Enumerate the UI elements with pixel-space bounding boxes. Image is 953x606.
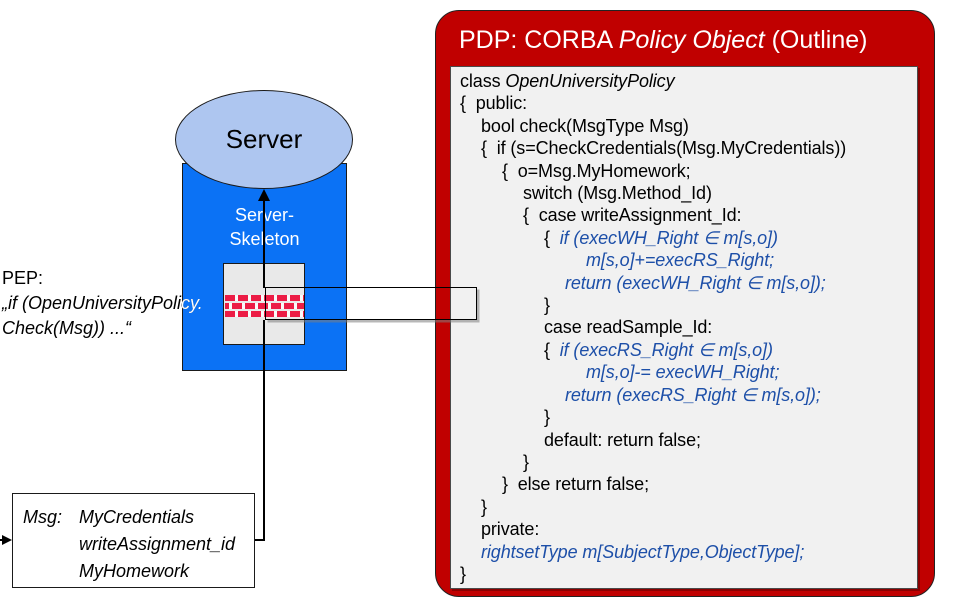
arrowhead-right-icon [2, 534, 12, 545]
msg-box: Msg: MyCredentials writeAssignment_id MyH… [12, 493, 255, 588]
pdp-panel: PDP: CORBA Policy Object (Outline) class… [435, 10, 935, 597]
pep-annotation: PEP: „if (OpenUniversityPolicy. „if (Ope… [2, 266, 232, 341]
msg-item: MyCredentials [79, 507, 195, 527]
code-line: { o=Msg.MyHomework; [502, 160, 691, 181]
msg-flow-line-lower [263, 320, 265, 541]
code-line: class OpenUniversityPolicy [460, 71, 675, 91]
code-line: { if (s=CheckCredentials(Msg.MyCredentia… [481, 138, 847, 159]
code-line: m[s,o]-= execWH_Right; [586, 362, 780, 383]
code-line: { if (execWH_Right ∈ m[s,o]) [544, 227, 778, 248]
code-line: return (execRS_Right ∈ m[s,o]); [565, 384, 821, 405]
code-line: } [544, 407, 550, 428]
code-line: rightsetType m[SubjectType,ObjectType]; [481, 541, 805, 562]
code-line: m[s,o]+=execRS_Right; [586, 250, 774, 271]
policy-code: class OpenUniversityPolicy { public: boo… [460, 70, 846, 585]
msg-item: writeAssignment_id [79, 534, 236, 554]
pdp-code-panel: class OpenUniversityPolicy { public: boo… [450, 66, 918, 589]
pep-pdp-connector-rect [265, 287, 477, 320]
pep-quote-line2: Check(Msg)) ...“ [2, 318, 132, 338]
code-line: } else return false; [502, 474, 649, 495]
msg-label: Msg: [23, 507, 63, 527]
server-ellipse: Server [175, 90, 353, 189]
code-line: } [481, 496, 487, 517]
code-line: bool check(MsgType Msg) [481, 115, 689, 136]
code-line: { if (execRS_Right ∈ m[s,o]) [544, 339, 773, 360]
code-line: private: [481, 519, 540, 540]
code-line: } [460, 563, 466, 584]
code-line: { public: [460, 93, 528, 114]
code-line: switch (Msg.Method_Id) [523, 183, 712, 204]
pep-quote-line1: „if (OpenUniversityPolicy. „if (OpenUniv… [2, 291, 232, 316]
msg-box-connector [255, 539, 265, 541]
arrowhead-up-icon [258, 189, 270, 201]
pdp-title: PDP: CORBA Policy Object (Outline) [459, 26, 868, 54]
msg-flow-line-upper [263, 199, 265, 288]
code-line: { case writeAssignment_Id: [523, 205, 742, 226]
code-line: return (execWH_Right ∈ m[s,o]); [565, 272, 826, 293]
code-line: } [523, 451, 529, 472]
brick-wall-icon [224, 295, 304, 318]
code-line: case readSample_Id: [544, 317, 713, 338]
code-line: } [544, 295, 550, 316]
server-label: Server [225, 124, 303, 154]
msg-item: MyHomework [79, 561, 190, 581]
code-line: default: return false; [544, 429, 701, 450]
pep-quote-line1-overlay: „if (OpenUniversityPolicy. [2, 293, 203, 313]
pep-label: PEP: [2, 268, 44, 288]
